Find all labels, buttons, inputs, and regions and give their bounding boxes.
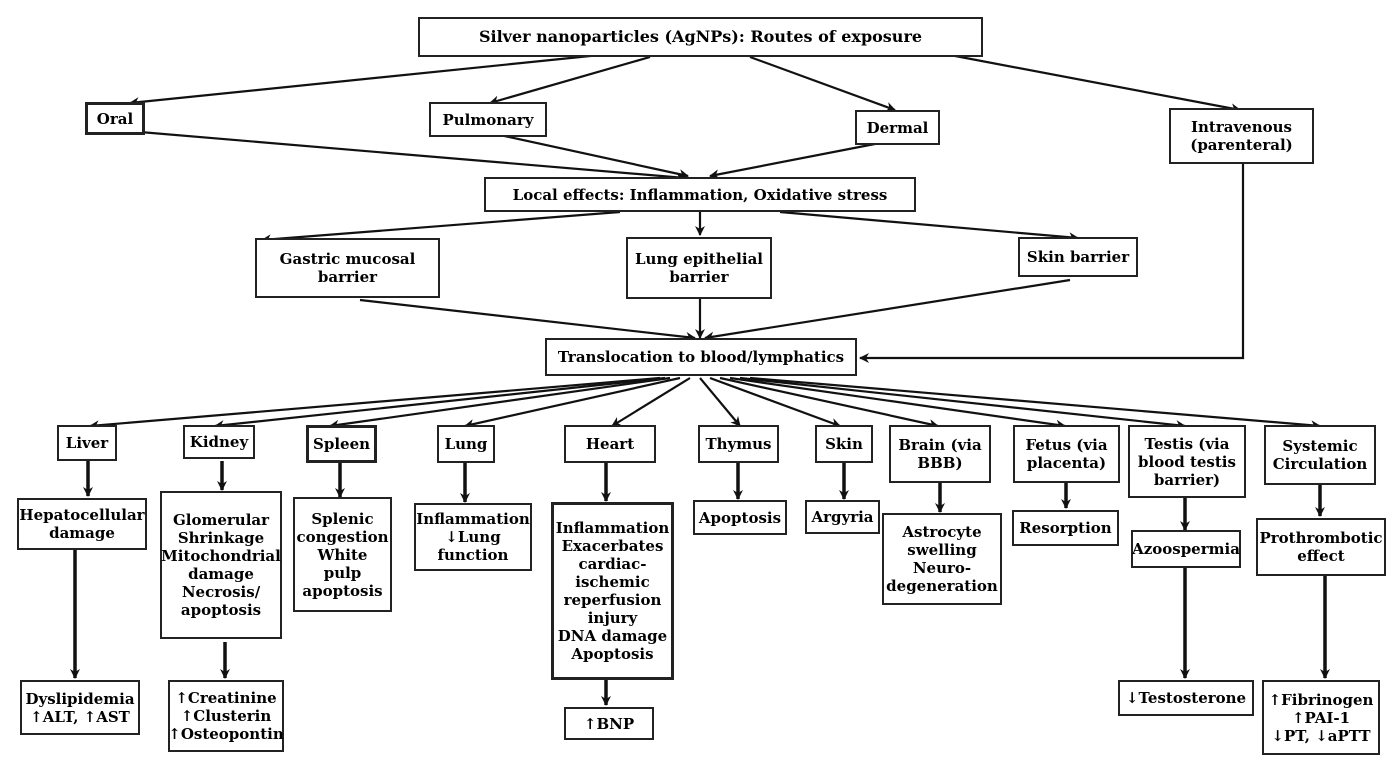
marker-testis: ↓Testosterone bbox=[1118, 680, 1254, 716]
marker-heart: ↑BNP bbox=[564, 707, 654, 740]
effect-skin-label: Argyria bbox=[811, 508, 874, 526]
barrier-gastric: Gastric mucosal barrier bbox=[255, 238, 440, 298]
arrow-oral-local bbox=[139, 130, 686, 183]
route-oral: Oral bbox=[85, 102, 145, 135]
barrier-skin-label: Skin barrier bbox=[1026, 248, 1130, 266]
root-node: Silver nanoparticles (AgNPs): Routes of … bbox=[418, 17, 983, 57]
arrow-skin-barrier-translocation bbox=[704, 278, 1071, 342]
marker-liver-label: Dyslipidemia ↑ALT, ↑AST bbox=[25, 689, 135, 726]
organ-brain: Brain (via BBB) bbox=[889, 425, 991, 483]
organ-spleen-label: Spleen bbox=[313, 435, 371, 453]
organ-lung-label: Lung bbox=[444, 435, 488, 453]
arrow-trans-liver bbox=[89, 376, 661, 431]
organ-lung: Lung bbox=[437, 425, 495, 463]
arrow-dermal-local bbox=[709, 141, 881, 180]
arrow-trans-thymus bbox=[699, 377, 741, 427]
organ-thymus: Thymus bbox=[698, 425, 779, 463]
organ-brain-label: Brain (via BBB) bbox=[898, 436, 982, 472]
effect-kidney-label: Glomerular Shrinkage Mitochondrial damag… bbox=[161, 511, 281, 619]
translocation-label: Translocation to blood/lymphatics bbox=[557, 348, 845, 366]
effect-spleen: Splenic congestion White pulp apoptosis bbox=[293, 497, 392, 612]
effect-lung: Inflammation ↓Lung function bbox=[414, 503, 532, 571]
arrow-trans-spleen bbox=[329, 376, 671, 430]
marker-testis-label: ↓Testosterone bbox=[1125, 689, 1247, 707]
organ-heart: Heart bbox=[564, 425, 656, 463]
effect-spleen-label: Splenic congestion White pulp apoptosis bbox=[296, 509, 389, 600]
root-label: Silver nanoparticles (AgNPs): Routes of … bbox=[478, 27, 923, 46]
organ-spleen: Spleen bbox=[306, 425, 377, 463]
marker-heart-label: ↑BNP bbox=[583, 714, 635, 733]
route-intravenous: Intravenous (parenteral) bbox=[1169, 108, 1314, 164]
effect-systemic-label: Prothrombotic effect bbox=[1259, 529, 1383, 565]
route-intravenous-label: Intravenous (parenteral) bbox=[1190, 118, 1293, 154]
organ-liver-label: Liver bbox=[65, 434, 109, 452]
barrier-lung-epithelial: Lung epithelial barrier bbox=[626, 237, 772, 299]
arrow-trans-heart bbox=[611, 377, 691, 427]
arrow-trans-kidney bbox=[214, 376, 666, 431]
effect-thymus: Apoptosis bbox=[693, 500, 787, 535]
route-pulmonary-label: Pulmonary bbox=[442, 110, 534, 129]
route-oral-label: Oral bbox=[96, 109, 134, 128]
arrow-gastric-translocation bbox=[359, 298, 696, 342]
effect-liver: Hepatocellular damage bbox=[17, 498, 147, 550]
organ-testis: Testis (via blood testis barrier) bbox=[1128, 425, 1246, 498]
organ-fetus-label: Fetus (via placenta) bbox=[1025, 436, 1108, 472]
organ-heart-label: Heart bbox=[585, 435, 635, 453]
marker-kidney: ↑Creatinine ↑Clusterin ↑Osteopontin bbox=[168, 680, 284, 752]
effect-systemic: Prothrombotic effect bbox=[1256, 518, 1386, 576]
organ-systemic: Systemic Circulation bbox=[1264, 425, 1376, 485]
effect-thymus-label: Apoptosis bbox=[698, 508, 782, 527]
marker-liver: Dyslipidemia ↑ALT, ↑AST bbox=[20, 680, 140, 735]
effect-heart: Inflammation Exacerbates cardiac- ischem… bbox=[551, 502, 674, 680]
marker-systemic: ↑Fibrinogen ↑PAI-1 ↓PT, ↓aPTT bbox=[1262, 680, 1380, 755]
effect-liver-label: Hepatocellular damage bbox=[19, 506, 145, 542]
effect-skin: Argyria bbox=[805, 500, 880, 534]
local-effects-label: Local effects: Inflammation, Oxidative s… bbox=[512, 185, 888, 204]
arrow-trans-fetus bbox=[729, 376, 1066, 430]
barrier-lung-label: Lung epithelial barrier bbox=[635, 250, 763, 286]
barrier-skin: Skin barrier bbox=[1018, 237, 1138, 277]
effect-brain-label: Astrocyte swelling Neuro- degeneration bbox=[886, 523, 998, 595]
marker-systemic-label: ↑Fibrinogen ↑PAI-1 ↓PT, ↓aPTT bbox=[1268, 690, 1374, 745]
arrow-root-intravenous bbox=[949, 53, 1241, 114]
arrow-local-gastric bbox=[261, 210, 621, 245]
effect-fetus-label: Resorption bbox=[1019, 519, 1112, 537]
organ-skin-label: Skin bbox=[825, 435, 863, 453]
arrow-intravenous-translocation bbox=[859, 163, 1245, 363]
arrow-trans-systemic bbox=[749, 376, 1321, 431]
arrow-trans-brain bbox=[719, 376, 939, 429]
arrow-root-pulmonary bbox=[489, 55, 651, 106]
arrow-trans-lung bbox=[464, 376, 681, 429]
organ-kidney-label: Kidney bbox=[189, 433, 249, 451]
organ-kidney: Kidney bbox=[183, 425, 255, 459]
effect-heart-label: Inflammation Exacerbates cardiac- ischem… bbox=[555, 519, 670, 663]
route-pulmonary: Pulmonary bbox=[429, 102, 547, 137]
organ-systemic-label: Systemic Circulation bbox=[1272, 437, 1368, 473]
organ-thymus-label: Thymus bbox=[705, 435, 772, 453]
organ-testis-label: Testis (via blood testis barrier) bbox=[1138, 434, 1236, 489]
route-dermal-label: Dermal bbox=[866, 118, 929, 137]
arrow-root-oral bbox=[129, 53, 601, 108]
arrow-trans-testis bbox=[739, 376, 1186, 431]
effect-testis-label: Azoospermia bbox=[1132, 540, 1240, 558]
arrow-trans-skin bbox=[709, 376, 841, 428]
arrow-pulmonary-local bbox=[499, 133, 689, 179]
local-effects-node: Local effects: Inflammation, Oxidative s… bbox=[484, 177, 916, 212]
effect-kidney: Glomerular Shrinkage Mitochondrial damag… bbox=[160, 491, 282, 639]
route-dermal: Dermal bbox=[855, 110, 940, 145]
organ-fetus: Fetus (via placenta) bbox=[1013, 425, 1120, 483]
effect-lung-label: Inflammation ↓Lung function bbox=[416, 510, 530, 564]
translocation-node: Translocation to blood/lymphatics bbox=[545, 338, 857, 376]
organ-liver: Liver bbox=[57, 425, 117, 461]
barrier-gastric-label: Gastric mucosal barrier bbox=[279, 250, 416, 286]
organ-skin: Skin bbox=[815, 425, 873, 463]
effect-brain: Astrocyte swelling Neuro- degeneration bbox=[882, 513, 1002, 605]
marker-kidney-label: ↑Creatinine ↑Clusterin ↑Osteopontin bbox=[168, 689, 284, 743]
effect-testis: Azoospermia bbox=[1131, 530, 1241, 568]
effect-fetus: Resorption bbox=[1012, 510, 1119, 546]
arrow-local-skin-barrier bbox=[779, 210, 1079, 243]
arrow-root-dermal bbox=[749, 55, 896, 112]
